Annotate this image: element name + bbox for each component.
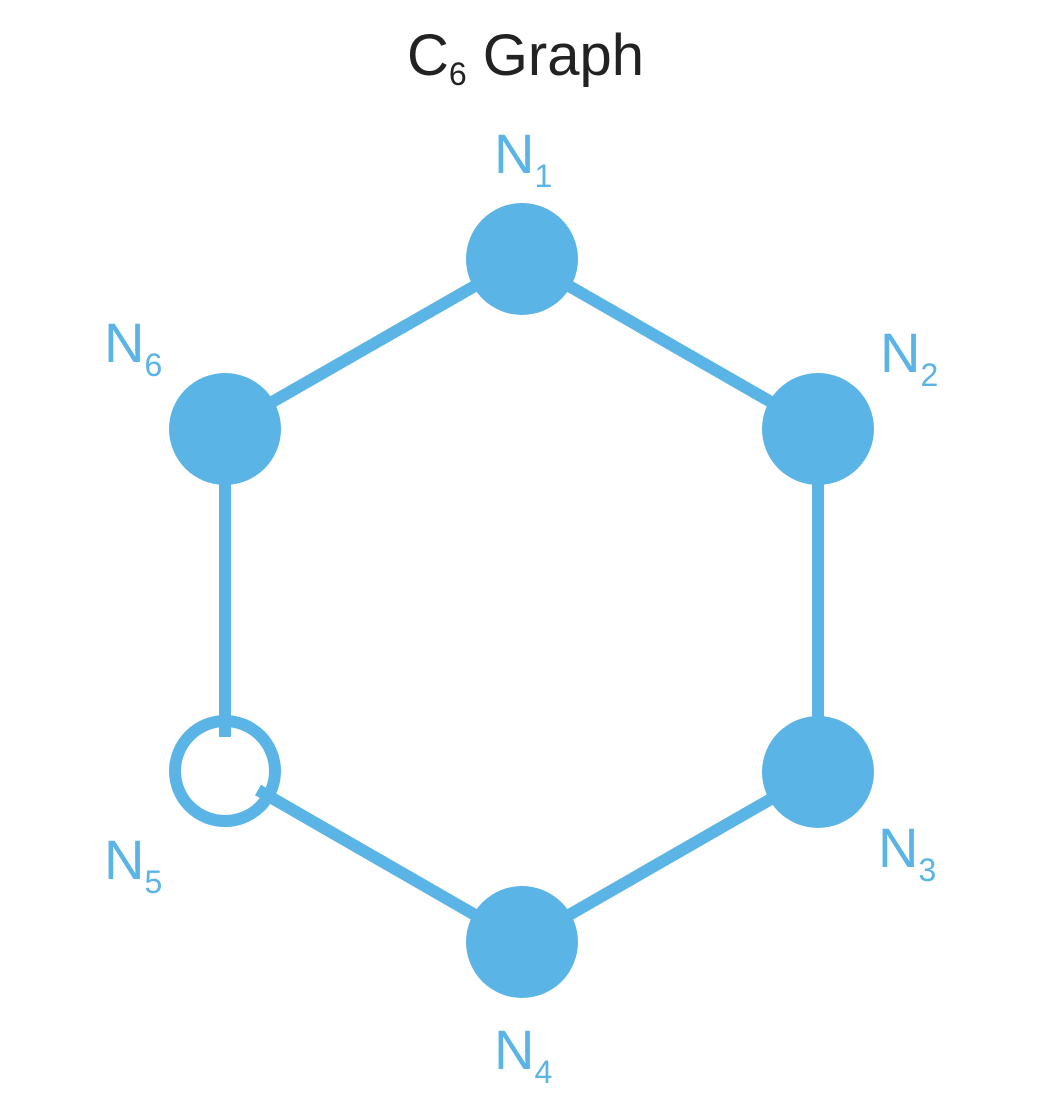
node-n2[interactable]	[762, 373, 874, 485]
label-letter: N	[104, 828, 145, 891]
label-index: 4	[534, 1054, 553, 1090]
label-n6: N6	[104, 315, 163, 383]
label-letter: N	[878, 816, 919, 879]
graph-title: C6 Graph	[0, 22, 1051, 93]
label-letter: N	[104, 311, 145, 374]
edge-n6-n1	[222, 253, 525, 435]
node-n6[interactable]	[169, 373, 281, 485]
label-n4: N4	[494, 1022, 553, 1090]
node-n3[interactable]	[762, 716, 874, 828]
label-n2: N2	[880, 325, 939, 393]
title-rest: Graph	[466, 23, 644, 88]
label-index: 3	[918, 852, 937, 888]
label-index: 2	[920, 357, 939, 393]
label-n1: N1	[494, 126, 553, 194]
edge-n3-n4	[519, 766, 821, 948]
edge-n1-n2	[519, 253, 821, 435]
label-index: 5	[144, 864, 163, 900]
label-letter: N	[494, 1018, 535, 1081]
node-n1[interactable]	[466, 203, 578, 315]
label-letter: N	[494, 122, 535, 185]
label-index: 6	[144, 347, 163, 383]
label-n5: N5	[104, 832, 163, 900]
title-letter: C	[406, 23, 449, 88]
node-n4[interactable]	[466, 886, 578, 998]
label-index: 1	[534, 158, 553, 194]
label-n3: N3	[878, 820, 937, 888]
nodes	[169, 203, 874, 998]
title-subscript: 6	[448, 56, 467, 92]
label-letter: N	[880, 321, 921, 384]
node-n5-hollow[interactable]	[169, 715, 281, 827]
edges	[219, 253, 824, 948]
